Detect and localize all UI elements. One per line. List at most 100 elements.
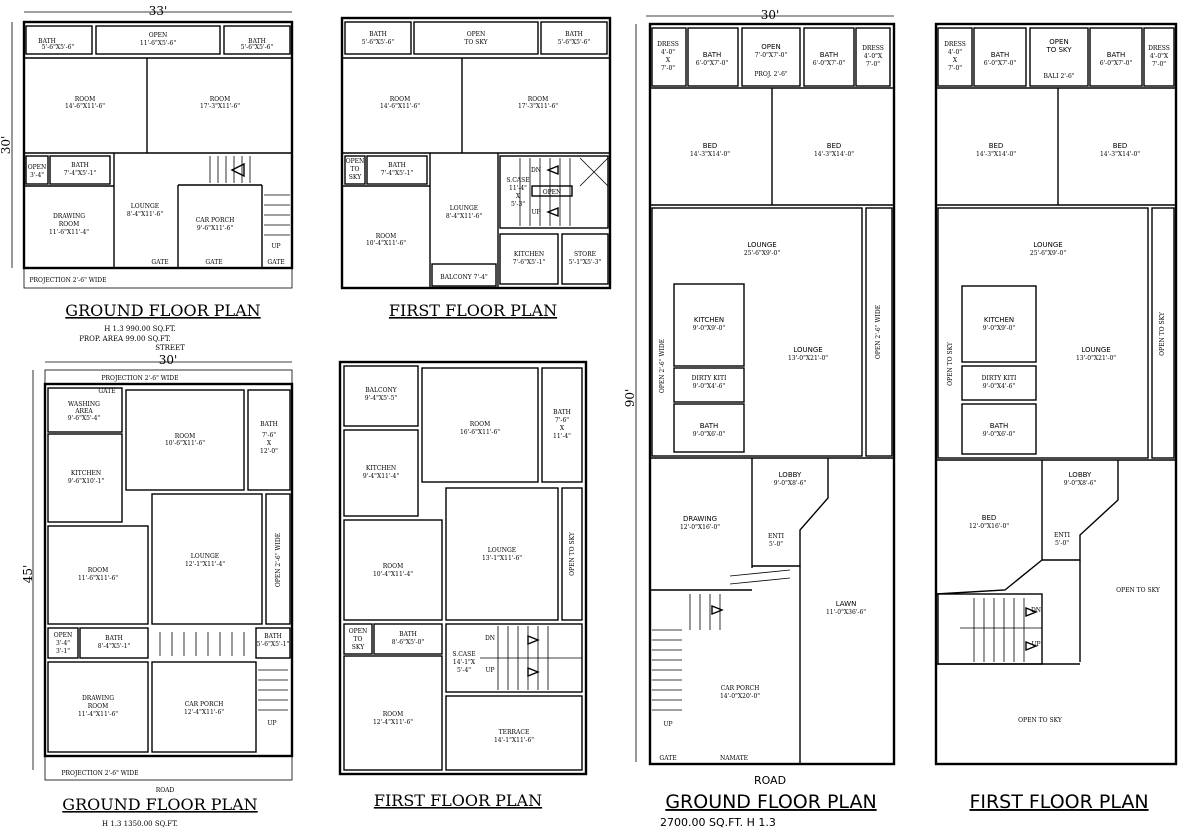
plan6-up: UP [1031,641,1040,648]
plan4-open-side: OPEN TO SKY [569,531,576,576]
plan3-room2-size: 11'-6"X11'-6" [78,575,118,582]
plan3-open-small-size: 3'-4" [56,640,70,647]
plan5-carporch-size: 14'-0"X20'-0" [720,693,760,700]
plan3-road: ROAD [156,787,175,794]
plan2-room2-size: 17'-3"X11'-6" [518,103,558,110]
plan2-kitchen: KITCHEN [514,251,544,258]
plan1-bath-mid-size: 7'-4"X5'-1" [64,170,97,177]
plan6-enti: ENTI [1054,532,1071,539]
plan4-scase-size2: 5'-4" [457,667,471,674]
plan3-washing-size: 9'-6"X5'-4" [68,415,101,422]
plan4-bath2: BATH [399,631,417,638]
plan4-room1-size: 16'-6"X11'-6" [460,429,500,436]
plan2-lounge: LOUNGE [450,205,478,212]
plan3-room1: ROOM [175,433,196,440]
plan6-bath-right-size: 6'-0"X7'-0" [1100,60,1133,67]
plan5-title: GROUND FLOOR PLAN [665,791,876,813]
plan5-bath-mid-size: 9'-0"X6'-0" [693,431,726,438]
plan6-bath-right: BATH [1107,51,1126,59]
plan1-up: UP [271,243,280,250]
plan1-lounge-size: 8'-4"X11'-6" [127,211,163,218]
plan5-gate: GATE [659,755,676,762]
plan2-kitchen-size: 7'-6"X5'-1" [513,259,546,266]
plan1-lounge: LOUNGE [131,203,159,210]
plan5-lounge1: LOUNGE [747,241,776,249]
plan6-dress-right-a: 4'-0"X [1150,53,1169,60]
plan2-scase-x: X [516,193,521,200]
plan4-kitchen: KITCHEN [366,465,396,472]
plan-2-first-floor: BATH 5'-6"X5'-6" OPEN TO SKY BATH 5'-6"X… [340,16,612,320]
plan1-gate1: GATE [151,259,168,266]
plan5-bed1: BED [703,142,718,150]
plan5-dress-right: DRESS [862,45,884,52]
plan2-bath-mid-size: 7'-4"X5'-1" [381,170,414,177]
plan3-gate: GATE [98,388,115,395]
plan2-room2: ROOM [528,96,549,103]
plan3-bath3-size: 5'-6"X5'-1" [257,641,290,648]
plan3-bath1-b: 12'-0" [260,448,278,455]
plan6-bed1: BED [989,142,1004,150]
plan4-room1: ROOM [470,421,491,428]
plan1-title: GROUND FLOOR PLAN [65,301,260,320]
plan1-drawing-room: ROOM [59,221,80,228]
plan5-dress-right-a: 4'-0"X [864,53,883,60]
plan5-dress-right-b: 7'-0" [866,61,880,68]
plan3-lounge: LOUNGE [191,553,219,560]
plan6-open-left: OPEN TO SKY [947,341,954,386]
plan5-lounge2-size: 13'-0"X21'-0" [788,355,828,362]
plan4-terrace: TERRACE [499,729,530,736]
plan4-up: UP [485,667,494,674]
plan4-bath1-b: 11'-4" [553,433,571,440]
plan6-dress-left: DRESS [944,41,966,48]
plan1-sub1: H 1.3 990.00 SQ.FT. [104,325,176,333]
plan2-room3: ROOM [376,233,397,240]
plan6-enti-size: 5'-0" [1055,540,1069,547]
plan-3-ground-floor: 30' 45' PROJECTION 2'-6" WIDE GATE WASHI… [21,353,294,828]
plan6-bed1-size: 14'-3"X14'-0" [976,151,1016,158]
plan1-gate2: GATE [205,259,222,266]
plan3-bath1: BATH [260,421,278,428]
plan3-width-dim: 30' [159,353,178,367]
plan-5-ground-floor: 30' 90' DRESS 4 [623,8,896,829]
plan2-balcony: BALCONY 7'-4" [440,274,488,281]
plan1-projection: PROJECTION 2'-6" WIDE [29,277,106,284]
plan4-room3: ROOM [383,711,404,718]
plan3-bath1-x: X [267,440,272,447]
plan6-bed2-size: 14'-3"X14'-0" [1100,151,1140,158]
plan5-open-left: OPEN 2'-6" WIDE [659,339,666,393]
plan5-carporch: CAR PORCH [721,685,760,692]
plan6-dress-left-b: 7'-0" [948,65,962,72]
plan3-room1-size: 10'-6"X11'-6" [165,440,205,447]
plan6-title: FIRST FLOOR PLAN [969,791,1148,813]
plan2-title: FIRST FLOOR PLAN [389,301,557,320]
plan5-proj: PROJ. 2'-6" [754,71,788,78]
plan4-bath1: BATH [553,409,571,416]
plan5-bath-right-size: 6'-0"X7'-0" [813,60,846,67]
plan1-bath-mid: BATH [71,162,89,169]
plan6-bed3: BED [982,514,997,522]
plan5-namate: NAMATE [720,755,748,762]
plan4-scase-size: 14'-1"X [453,659,476,666]
plan5-dirty-size: 9'-0"X4'-6" [693,383,726,390]
plan1-sub2: PROP. AREA 99.00 SQ.FT. [79,335,171,343]
plan2-open: OPEN [467,31,486,38]
plan6-open-right: OPEN TO SKY [1159,311,1166,356]
plan5-sub1: 2700.00 SQ.FT. H 1.3 [660,816,776,829]
plan1-width-dim: 33' [149,4,168,18]
plan6-open: OPEN [1049,38,1068,46]
plan6-kitchen: KITCHEN [984,316,1014,324]
plan2-bath-left: BATH [369,31,387,38]
plan3-drawing-size: 11'-4"X11'-6" [78,711,118,718]
plan6-dress-left-x: X [953,57,958,64]
plan2-room1-size: 14'-6"X11'-6" [380,103,420,110]
plan6-dress-right-b: 7'-0" [1152,61,1166,68]
plan5-kitchen: KITCHEN [694,316,724,324]
plan5-bed2: BED [827,142,842,150]
plan1-sub3: STREET [155,344,185,352]
plan3-projection-bottom: PROJECTION 2'-6" WIDE [61,770,138,777]
plan2-open-small: OPEN [543,189,562,196]
plan1-bath-left: BATH [38,38,56,45]
plan3-open-small: OPEN [54,632,73,639]
plan5-drawing: DRAWING [683,515,717,523]
